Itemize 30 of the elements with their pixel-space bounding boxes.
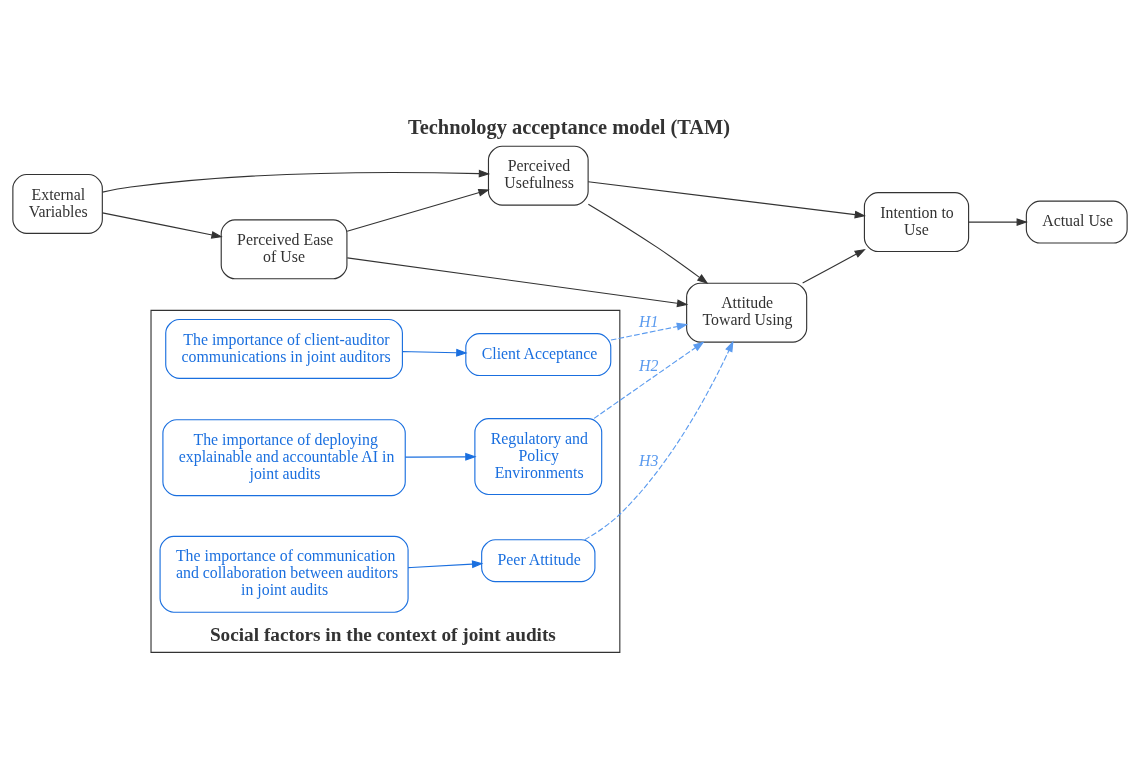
arrow [407,560,484,569]
arrow [968,218,1028,227]
arrow [587,181,866,219]
node-box: The importance of client-auditor communications in joint auditors [165,318,403,379]
node-box: The importance of communication and collaboration between auditors in joint audits [159,535,409,613]
node-box: Client Acceptance [465,333,612,377]
arrow [404,452,477,461]
node-box: Peer Attitude [481,539,596,583]
arrow [102,169,491,193]
arrow [584,340,734,541]
arrow [802,248,866,284]
arrow [346,188,490,232]
node-box: External Variables [12,174,103,234]
node-box: Attitude Toward Using [686,282,808,343]
node-box: Actual Use [1025,200,1128,244]
arrow [346,257,689,308]
arrow [593,341,705,419]
edge-label: H1 [639,312,659,330]
node-box: Perceived Usefulness [487,145,589,206]
diagram-title: Technology acceptance model (TAM) [408,116,731,139]
arrow [402,348,468,357]
node-box: Regulatory and Policy Environments [474,418,603,495]
node-box: Perceived Ease of Use [220,219,348,280]
edge-label: H2 [639,356,659,374]
arrow [587,203,709,285]
node-box: Intention to Use [863,192,970,253]
arrow [610,322,689,341]
arrow [101,212,223,239]
edge-label: H3 [639,451,659,469]
node-box: The importance of deploying explainable and accountable AI in joint audits [162,419,406,497]
